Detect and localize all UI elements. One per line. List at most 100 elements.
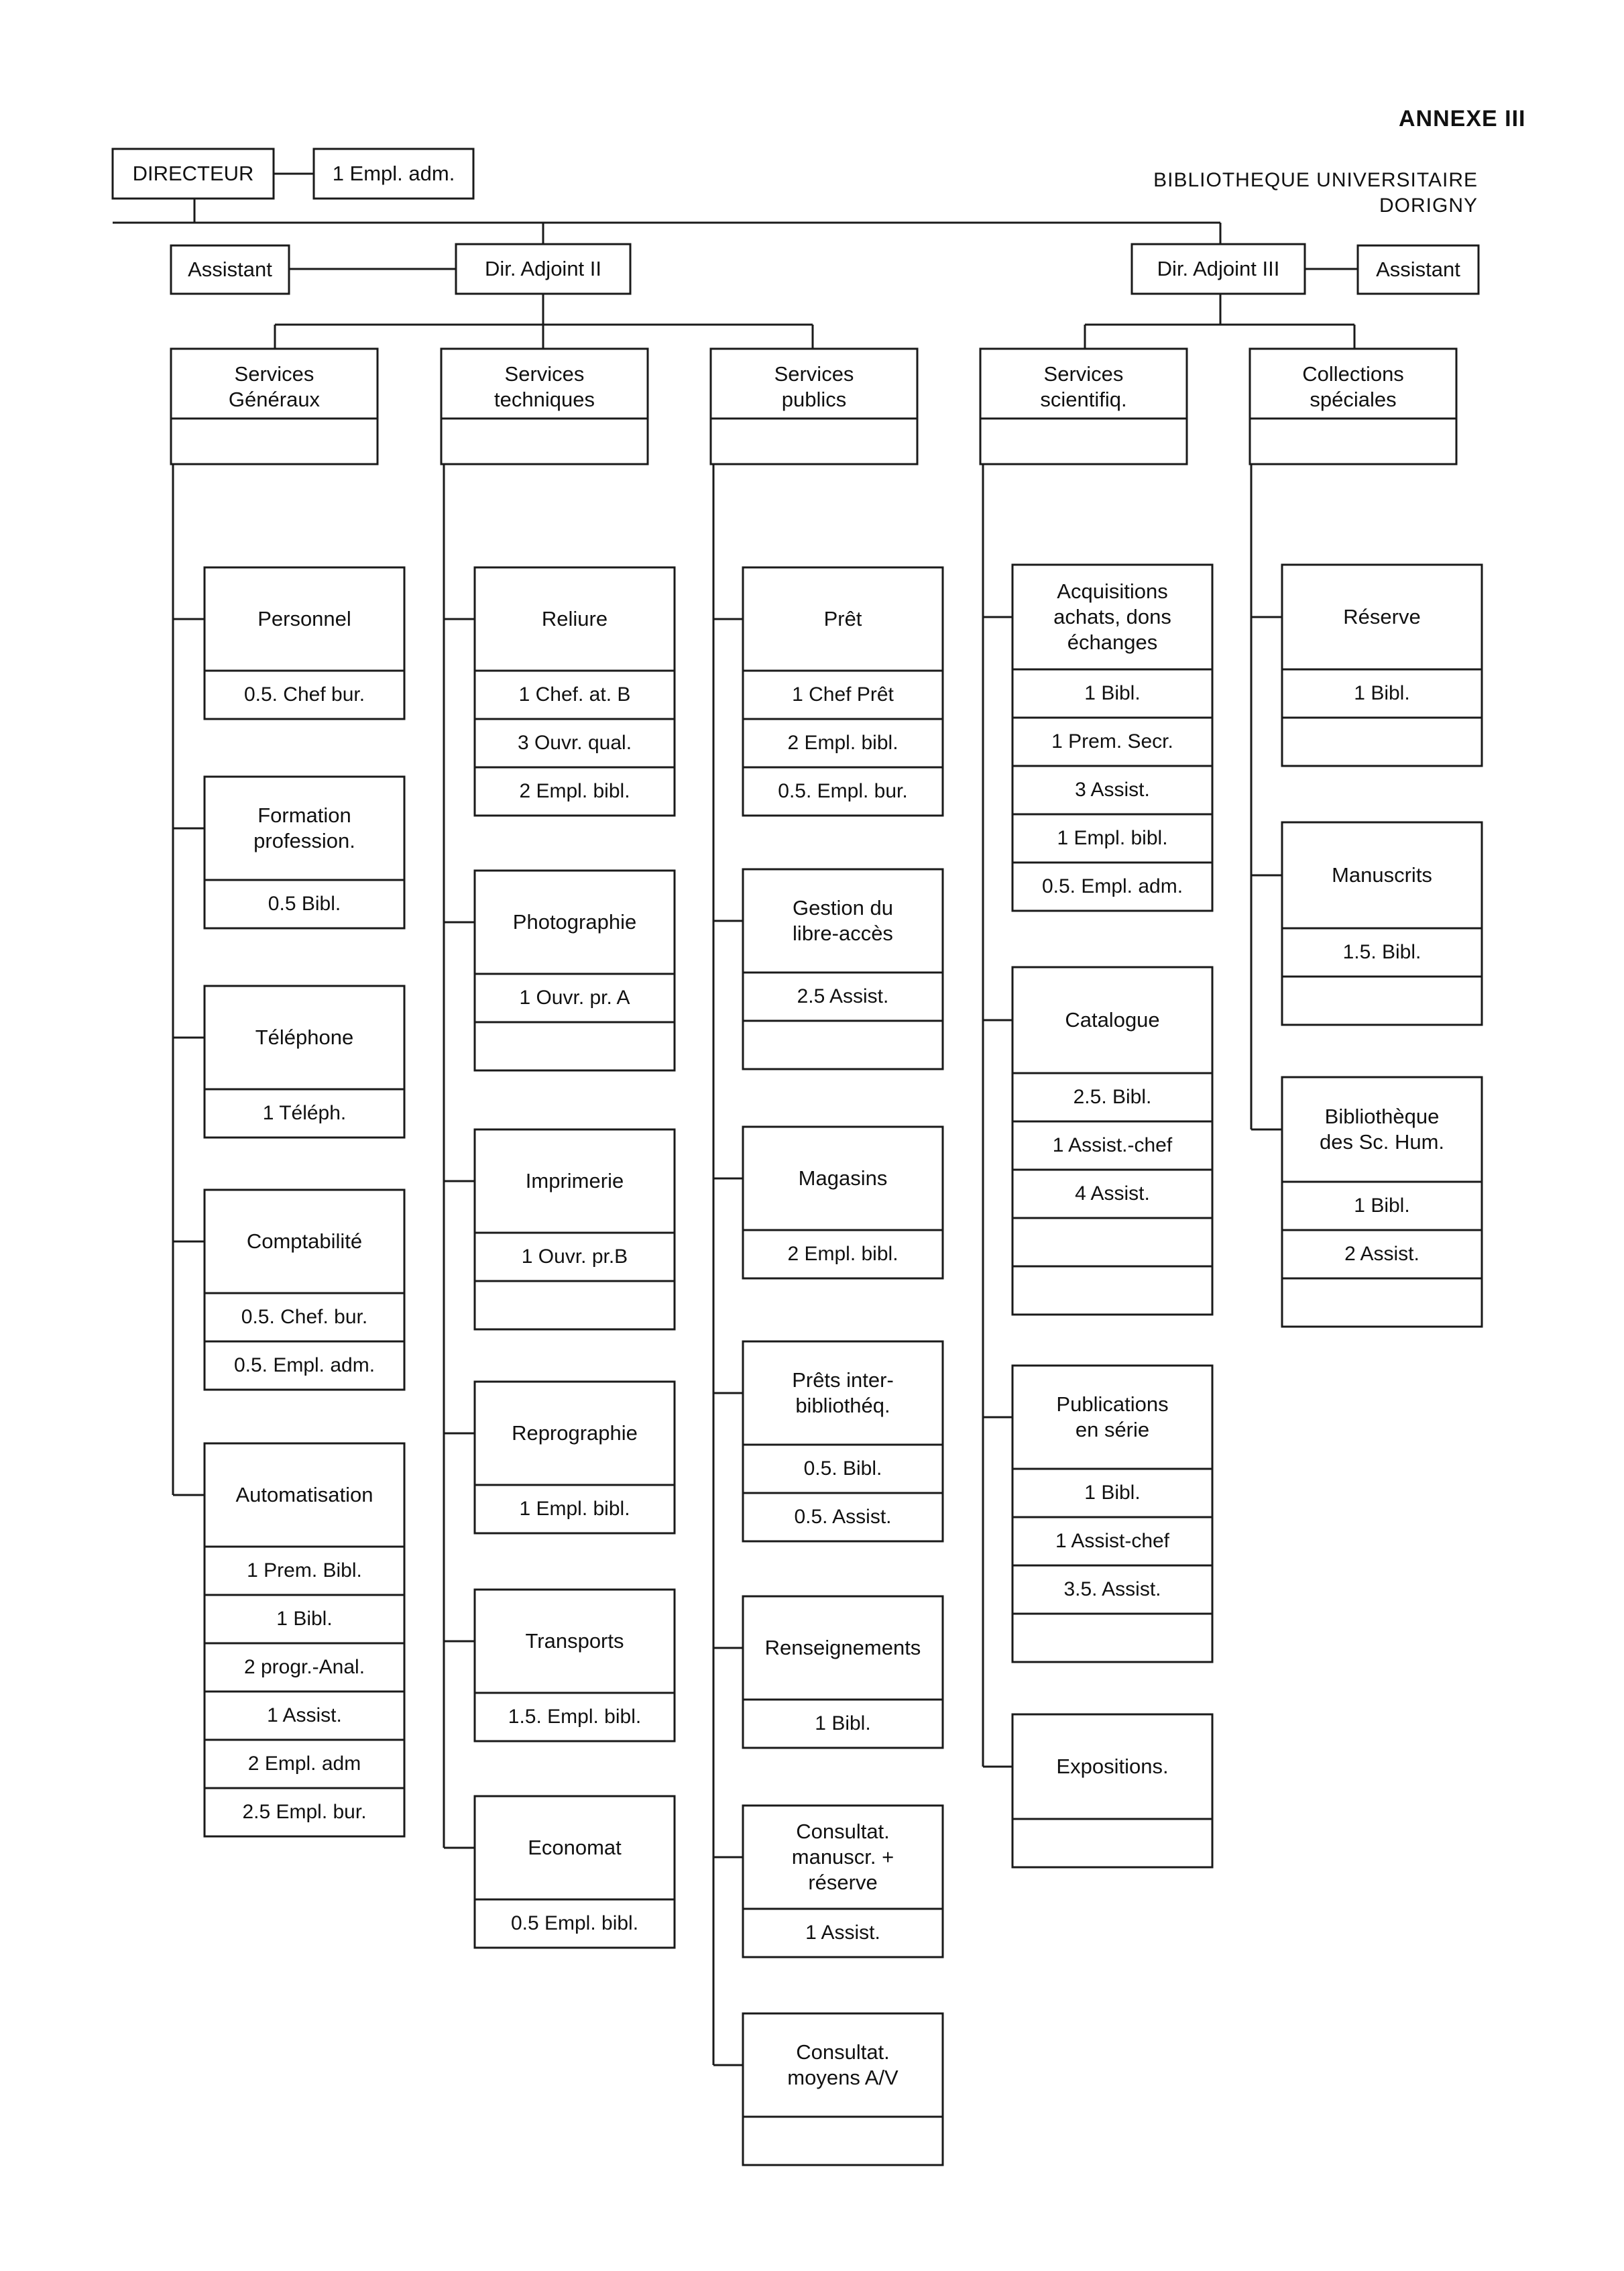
unit-outline bbox=[1011, 966, 1214, 1316]
unit-outline bbox=[473, 1128, 676, 1331]
unit-title: Formation profession. bbox=[253, 804, 355, 852]
unit-title: Photographie bbox=[512, 910, 637, 934]
unit-title: Manuscrits bbox=[1332, 863, 1432, 887]
staff-cell: 1 Bibl. bbox=[1354, 1195, 1410, 1217]
service-title: Services publics bbox=[774, 362, 854, 411]
staff-cell: 3 Assist. bbox=[1075, 779, 1150, 801]
unit-outline bbox=[1281, 563, 1483, 767]
staff-cell bbox=[1012, 1266, 1212, 1315]
staff-cell: 3 Ouvr. qual. bbox=[517, 732, 632, 754]
service-title: Services Généraux bbox=[228, 362, 321, 411]
unit-outline bbox=[203, 775, 406, 930]
staff-cell: 1 Ouvr. pr. A bbox=[519, 987, 630, 1009]
staff-cell: 1 Prem. Secr. bbox=[1051, 730, 1173, 753]
unit-outline bbox=[1281, 1076, 1483, 1328]
staff-cell: 1 Assist. bbox=[267, 1704, 342, 1726]
staff-cell: 1 Ouvr. pr.B bbox=[521, 1245, 628, 1268]
staff-cell: 4 Assist. bbox=[1075, 1182, 1150, 1205]
unit-title: Personnel bbox=[257, 607, 351, 631]
staff-cell: 1 Empl. bibl. bbox=[519, 1498, 630, 1520]
service-outline bbox=[1249, 347, 1458, 465]
service-outline bbox=[979, 347, 1188, 465]
staff-cell bbox=[475, 1022, 675, 1070]
unit-outline bbox=[203, 1442, 406, 1838]
staff-cell: 2 Empl. bibl. bbox=[787, 732, 898, 754]
staff-cell bbox=[1012, 1614, 1212, 1662]
staff-cell: 2.5 Assist. bbox=[797, 985, 889, 1007]
staff-cell bbox=[1012, 1218, 1212, 1266]
staff-cell: 0.5. Empl. bur. bbox=[778, 780, 908, 802]
staff-cell: 1 Assist-chef bbox=[1055, 1530, 1170, 1552]
unit-title: Consultat. moyens A/V bbox=[787, 2040, 898, 2089]
unit-outline bbox=[1011, 1364, 1214, 1663]
dir-adjoint-3-box: Dir. Adjoint III bbox=[1157, 257, 1280, 280]
staff-cell bbox=[743, 2117, 943, 2165]
staff-cell: 1 Bibl. bbox=[1354, 682, 1410, 704]
staff-cell: 0.5. Empl. adm. bbox=[233, 1354, 375, 1376]
unit-outline bbox=[473, 1588, 676, 1742]
staff-cell: 0.5 Empl. bibl. bbox=[510, 1912, 639, 1934]
unit-outline bbox=[203, 1188, 406, 1391]
unit-outline bbox=[742, 1340, 944, 1543]
staff-cell: 1 Bibl. bbox=[815, 1712, 871, 1734]
unit-outline bbox=[742, 1804, 944, 1958]
staff-cell: 0.5. Chef. bur. bbox=[241, 1306, 368, 1328]
unit-title: Publications en série bbox=[1056, 1392, 1169, 1441]
staff-cell: 2 Empl. bibl. bbox=[787, 1243, 898, 1265]
staff-cell: 0.5. Empl. adm. bbox=[1041, 875, 1183, 897]
unit-outline bbox=[473, 1795, 676, 1949]
unit-title: Prêts inter- bibliothéq. bbox=[792, 1368, 894, 1417]
service-title: Services techniques bbox=[494, 362, 595, 411]
staff-cell: 2.5 Empl. bur. bbox=[242, 1801, 367, 1823]
unit-outline bbox=[203, 985, 406, 1139]
staff-cell: 3.5. Assist. bbox=[1063, 1578, 1161, 1600]
staff-cell: 1 Prem. Bibl. bbox=[247, 1559, 362, 1582]
staff-cell: 2.5. Bibl. bbox=[1073, 1086, 1152, 1108]
unit-title: Magasins bbox=[798, 1166, 888, 1190]
unit-outline bbox=[742, 1595, 944, 1749]
service-outline bbox=[709, 347, 919, 465]
staff-cell: 1 Bibl. bbox=[276, 1608, 333, 1630]
staff-cell: 1 Assist.-chef bbox=[1052, 1134, 1173, 1156]
unit-outline bbox=[203, 566, 406, 720]
service-title: Collections spéciales bbox=[1302, 362, 1404, 411]
staff-cell: 1 Assist. bbox=[805, 1922, 880, 1944]
unit-outline bbox=[742, 2012, 944, 2166]
staff-cell: 1 Chef. at. B bbox=[518, 683, 631, 706]
unit-title: Renseignements bbox=[764, 1636, 921, 1660]
unit-title: Imprimerie bbox=[525, 1169, 624, 1193]
staff-cell bbox=[743, 1021, 943, 1069]
staff-cell bbox=[1282, 1278, 1482, 1327]
staff-cell: 1 Empl. bibl. bbox=[1057, 827, 1168, 849]
org-name: BIBLIOTHEQUE UNIVERSITAIRE DORIGNY bbox=[1153, 168, 1478, 218]
unit-title: Comptabilité bbox=[246, 1229, 363, 1254]
unit-outline bbox=[1011, 563, 1214, 912]
staff-cell: 1.5. Empl. bibl. bbox=[508, 1706, 642, 1728]
unit-title: Reliure bbox=[541, 607, 608, 631]
directeur-box: DIRECTEUR bbox=[132, 162, 254, 185]
staff-cell: 1 Téléph. bbox=[262, 1102, 347, 1124]
staff-cell: 2 progr.-Anal. bbox=[243, 1656, 365, 1678]
service-outline bbox=[440, 347, 649, 465]
service-outline bbox=[170, 347, 379, 465]
unit-title: Expositions. bbox=[1056, 1755, 1169, 1779]
unit-title: Bibliothèque des Sc. Hum. bbox=[1319, 1105, 1445, 1154]
unit-outline bbox=[742, 868, 944, 1070]
staff-cell: 0.5. Assist. bbox=[794, 1506, 892, 1528]
org-name-line2: DORIGNY bbox=[1379, 194, 1478, 217]
unit-outline bbox=[1281, 821, 1483, 1026]
unit-title: Transports bbox=[525, 1629, 624, 1653]
dir-adjoint-2-box: Dir. Adjoint II bbox=[484, 257, 602, 280]
directeur-staff-box: 1 Empl. adm. bbox=[332, 162, 455, 185]
assistant-left-box: Assistant bbox=[188, 258, 272, 281]
staff-cell: 1.5. Bibl. bbox=[1342, 941, 1422, 963]
staff-cell bbox=[1282, 718, 1482, 766]
staff-cell: 0.5. Chef bur. bbox=[243, 683, 365, 706]
staff-cell: 0.5. Bibl. bbox=[803, 1457, 882, 1480]
staff-cell: 2 Empl. adm bbox=[247, 1753, 361, 1775]
unit-outline bbox=[742, 566, 944, 817]
assistant-right-box: Assistant bbox=[1376, 258, 1460, 281]
unit-outline bbox=[1011, 1713, 1214, 1869]
staff-cell: 1 Bibl. bbox=[1084, 682, 1141, 704]
